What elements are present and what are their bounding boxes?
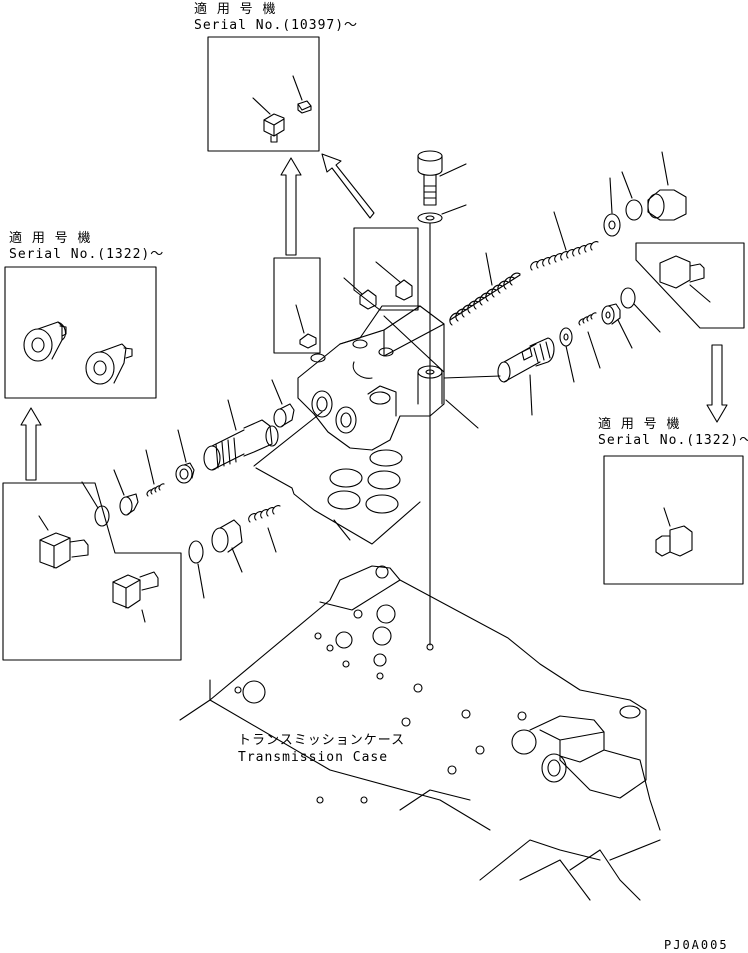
drawing-code: PJ0A005 — [664, 938, 729, 952]
callout-box-left — [4, 266, 157, 399]
plug-cap-right — [647, 151, 687, 221]
plug-part-icon — [252, 97, 285, 143]
o-ring-right — [621, 171, 643, 221]
spring-left-small — [145, 449, 165, 497]
callout-left-jp: 適 用 号 機 — [9, 231, 92, 246]
plug-cap-left-2 — [85, 343, 133, 385]
spring-lower — [248, 505, 281, 553]
arrow-up-left — [280, 157, 302, 256]
arrow-diagonal — [321, 153, 375, 219]
arrow-down-right — [706, 344, 728, 423]
callout-box-right — [603, 455, 744, 585]
sub-box-2 — [343, 227, 419, 311]
ring-left — [175, 429, 195, 484]
o-ring-lower — [188, 540, 205, 599]
case-label-en: Transmission Case — [238, 750, 389, 765]
callout-top-jp: 適 用 号 機 — [194, 2, 277, 17]
plug-hex-2 — [112, 571, 159, 609]
bolt — [417, 150, 467, 206]
callout-top-en: Serial No.(10397)～ — [194, 18, 359, 33]
ring-right-mid — [559, 327, 575, 383]
seat-ring-right — [603, 177, 621, 237]
plug-lower — [211, 519, 243, 573]
o-ring-right-2 — [620, 287, 661, 333]
valve-body — [297, 305, 501, 451]
spring-large — [449, 252, 521, 326]
callout-box-top — [207, 36, 320, 152]
ring-right-mid-2 — [601, 303, 633, 349]
cap-left — [113, 469, 139, 516]
case-label-jp: トランスミッションケース — [238, 733, 406, 748]
plug-hex-1 — [39, 532, 89, 569]
gasket — [253, 411, 421, 545]
washer — [417, 204, 467, 224]
o-ring-left — [81, 481, 110, 527]
plug-left-small — [271, 379, 295, 428]
callout-right-en: Serial No.(1322)～ — [598, 433, 748, 448]
sub-box-1 — [273, 257, 321, 354]
fitting-part-icon — [292, 75, 312, 114]
callout-right-jp: 適 用 号 機 — [598, 417, 681, 432]
spring-small — [530, 211, 599, 271]
arrow-up-left-box — [20, 407, 42, 481]
callout-box-right-top — [635, 242, 745, 329]
plug-cap-left-1 — [23, 321, 67, 362]
spool-right — [497, 337, 555, 416]
transmission-case — [179, 565, 661, 901]
callout-left-en: Serial No.(1322)～ — [9, 247, 165, 262]
spool-left — [203, 399, 279, 471]
callout-box-bottom-left — [2, 482, 182, 661]
spring-tiny-right — [578, 312, 601, 369]
